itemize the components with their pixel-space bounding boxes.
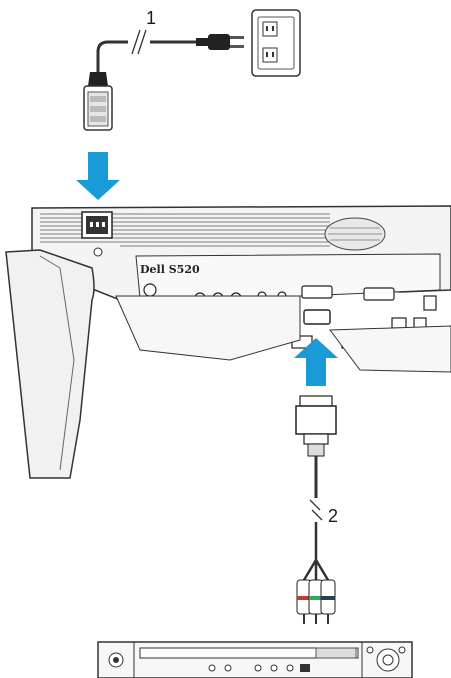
power-plug-icon <box>196 34 244 50</box>
power-arrow <box>76 152 120 200</box>
component-rca-plug-icon <box>296 579 336 624</box>
projector: Dell S520 <box>5 205 451 479</box>
vga-in-port <box>303 309 331 325</box>
power-cable: 1 <box>83 8 301 131</box>
power-outlet-icon <box>251 9 301 77</box>
callout-1-label: 1 <box>146 8 156 28</box>
callout-2-label: 2 <box>328 506 338 526</box>
iec-connector-icon <box>83 72 113 131</box>
dvd-player-icon <box>97 641 413 678</box>
projector-model-label: Dell S520 <box>140 263 200 276</box>
vga-connector-icon <box>295 395 337 457</box>
vga-arrow <box>294 338 338 386</box>
vga-to-component-cable: 2 <box>295 395 338 624</box>
